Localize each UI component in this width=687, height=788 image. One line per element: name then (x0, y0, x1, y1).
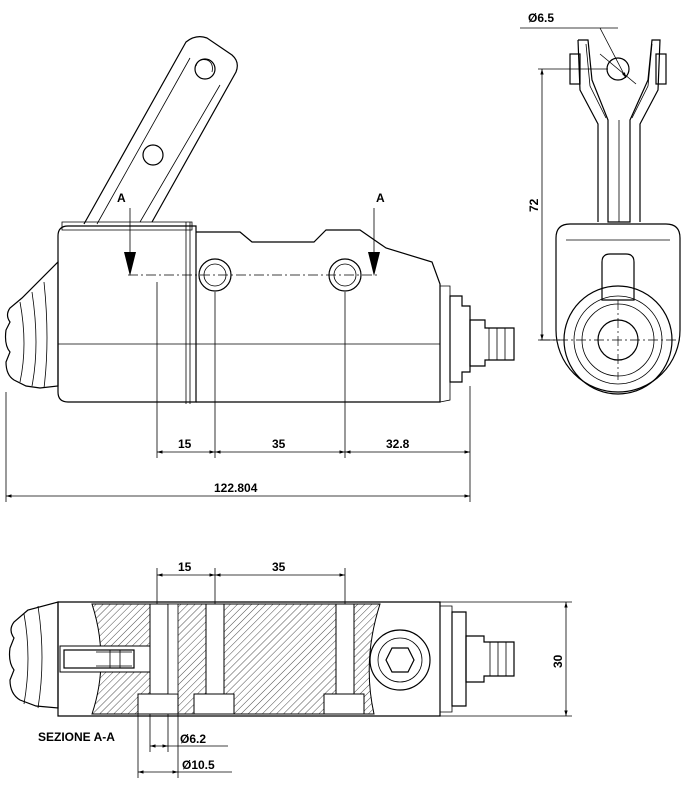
section-arrows: A A (117, 191, 385, 276)
dim-side-72: 72 (527, 198, 541, 212)
front-view: A A 15 35 32.8 122.804 (4, 36, 515, 502)
section-title: SEZIONE A-A (38, 730, 115, 744)
dim-pin-diameter: Ø6.5 (528, 11, 554, 25)
dim-section-35: 35 (272, 560, 286, 574)
dim-hole-large: Ø10.5 (182, 758, 215, 772)
dim-section-30: 30 (551, 654, 565, 668)
section-marker-left: A (117, 191, 126, 205)
section-marker-right: A (376, 191, 385, 205)
lever-arm (83, 36, 238, 225)
dim-front-35: 35 (272, 437, 286, 451)
front-dimensions: 15 35 32.8 122.804 (5, 282, 471, 502)
rubber-boot (4, 260, 59, 389)
master-cylinder-body (57, 221, 515, 404)
side-view: 72 Ø6.5 (520, 11, 681, 395)
dim-front-32-8: 32.8 (386, 437, 410, 451)
dim-overall-length: 122.804 (214, 481, 258, 495)
dim-hole-small: Ø6.2 (180, 732, 206, 746)
section-view: 15 35 30 Ø6.2 Ø10.5 SEZIONE A-A (8, 560, 572, 778)
dim-front-15: 15 (178, 437, 192, 451)
dim-section-15: 15 (178, 560, 192, 574)
